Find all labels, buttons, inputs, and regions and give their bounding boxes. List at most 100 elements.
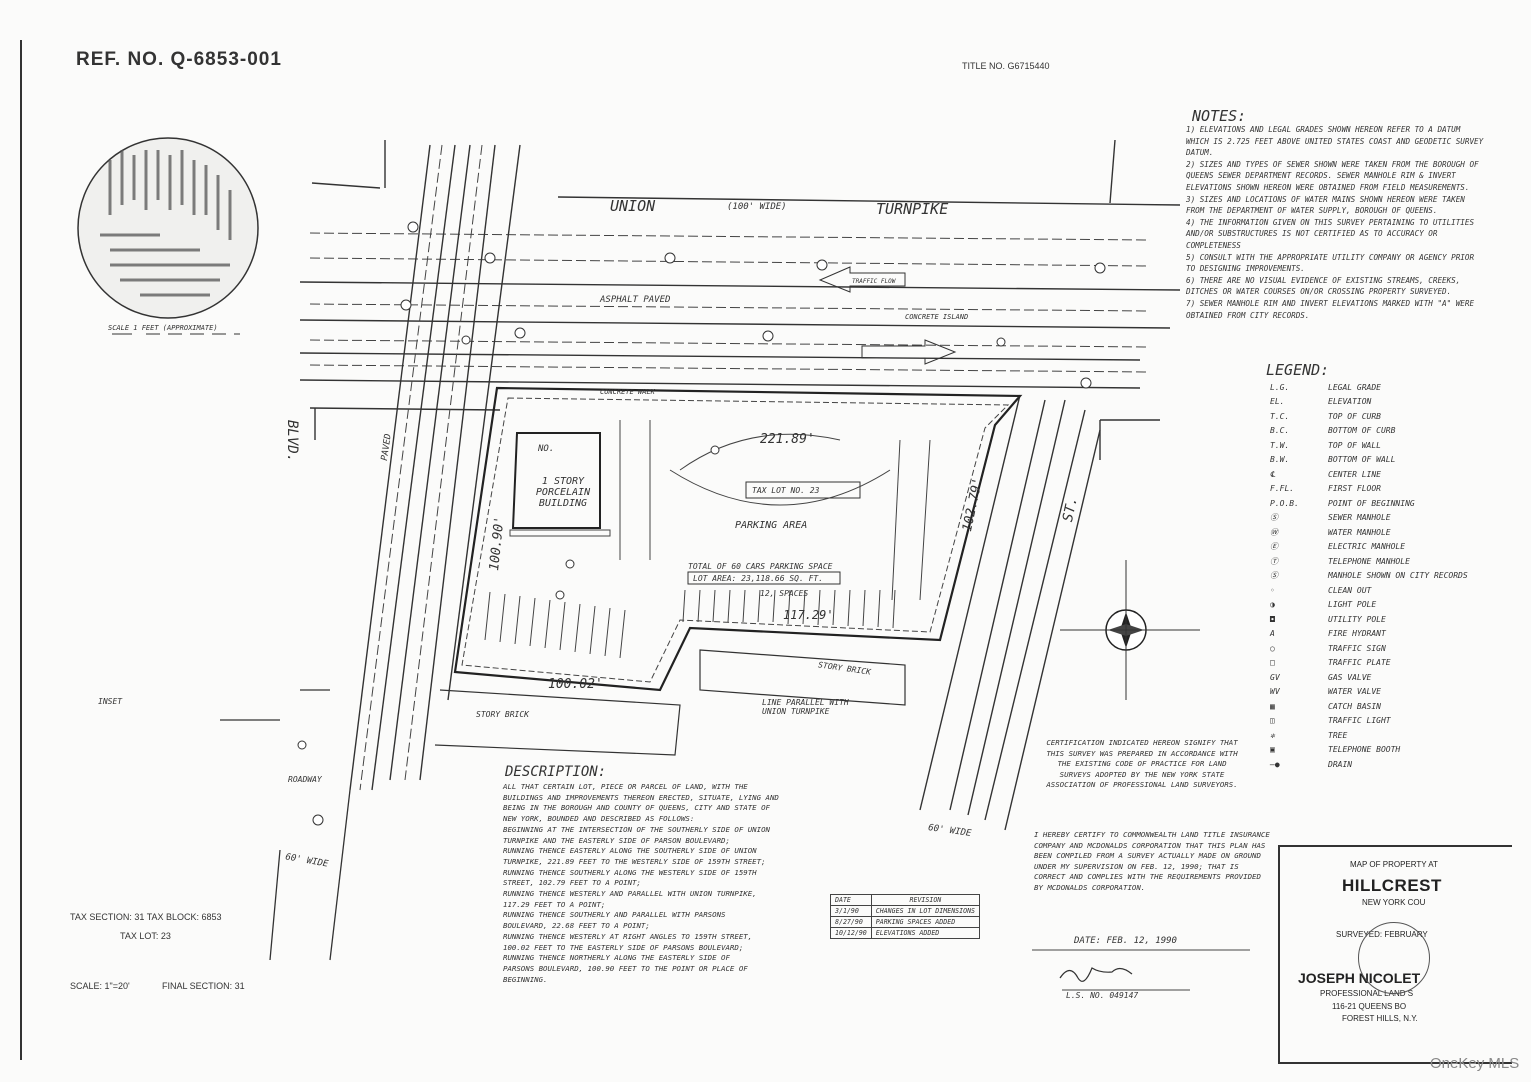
description-line: RUNNING THENCE EASTERLY ALONG THE SOUTHE… [503, 846, 757, 856]
street-label-union: UNION [610, 197, 656, 215]
revision-date: 8/27/90 [830, 916, 872, 928]
legend-symbol: ◘ [1270, 614, 1275, 624]
roadway-label: ROADWAY [288, 775, 322, 784]
legend-definition: POINT OF BEGINNING [1328, 498, 1415, 508]
tax-section-block: TAX SECTION: 31 TAX BLOCK: 6853 [70, 912, 222, 922]
legend-item: ◑LIGHT POLE [1270, 598, 1500, 613]
lot-area-label: LOT AREA: 23,118.66 SQ. FT. [693, 574, 824, 583]
concrete-walk-label: CONCRETE WALK [600, 388, 655, 396]
total-parking-label: TOTAL OF 60 CARS PARKING SPACE [688, 562, 833, 571]
legend-symbol: ◑ [1270, 600, 1275, 610]
description-text: ALL THAT CERTAIN LOT, PIECE OR PARCEL OF… [503, 782, 803, 985]
description-line: BEGINNING AT THE INTERSECTION OF THE SOU… [503, 824, 770, 834]
table-row: 8/27/90 PARKING SPACES ADDED [830, 916, 981, 928]
legend-item: B.W.BOTTOM OF WALL [1270, 453, 1500, 468]
description-line: 100.02 FEET TO THE EASTERLY SIDE OF PARS… [503, 942, 744, 952]
street-label-blvd: BLVD. [284, 420, 300, 463]
legend-definition: CENTER LINE [1328, 469, 1381, 479]
surveyor-address: 116-21 QUEENS BO [1332, 1002, 1407, 1011]
legend-item: T.W.TOP OF WALL [1270, 438, 1500, 453]
legend-definition: FIRST FLOOR [1328, 484, 1381, 494]
legend-symbol: ◫ [1270, 716, 1275, 726]
certification-date: DATE: FEB. 12, 1990 [1074, 936, 1177, 946]
legend-symbol: Ⓢ [1270, 571, 1278, 581]
inset-label: INSET [98, 697, 123, 706]
legend-symbol: ℄ [1270, 469, 1276, 479]
map-of-property-label: MAP OF PROPERTY AT [1350, 860, 1438, 869]
place-name: HILLCREST [1342, 876, 1442, 895]
description-line: BEING IN THE BOROUGH AND COUNTY OF QUEEN… [503, 803, 770, 813]
revision-text: ELEVATIONS ADDED [870, 927, 981, 939]
legend-item: P.O.B. POINT OF BEGINNING [1270, 496, 1500, 511]
description-heading: DESCRIPTION: [505, 764, 607, 780]
building-name: 1 STORY PORCELAIN BUILDING [535, 476, 591, 509]
legend-symbol: L.G. [1270, 382, 1290, 392]
note-item: 3) SIZES AND LOCATIONS OF WATER MAINS SH… [1186, 194, 1465, 216]
legend-item: Ⓢ SEWER MANHOLE [1270, 511, 1500, 526]
concrete-island-label: CONCRETE ISLAND [905, 313, 969, 321]
legend-symbol: EL. [1270, 397, 1285, 407]
drawing-scale: SCALE: 1"=20' [70, 981, 130, 991]
description-line: BOULEVARD, 22.68 FEET TO A POINT; [503, 921, 650, 931]
legend-item: ℄ CENTER LINE [1270, 467, 1500, 482]
reference-number: REF. NO. Q-6853-001 [76, 49, 282, 70]
inner-dimension: 117.29' [783, 608, 834, 622]
building-outline [511, 432, 601, 529]
legend-item: WV WATER VALVE [1270, 685, 1500, 700]
building-number: NO. [538, 444, 555, 454]
legend-symbol: F.FL. [1270, 484, 1295, 494]
legend-definition: FIRE HYDRANT [1328, 629, 1386, 639]
legend-item: T.C.TOP OF CURB [1270, 409, 1500, 424]
north-dimension: 221.89' [760, 432, 815, 447]
license-number: L.S. NO. 049147 [1066, 991, 1139, 1000]
legend-definition: WATER VALVE [1328, 687, 1381, 697]
legend-definition: SEWER MANHOLE [1328, 513, 1391, 523]
legend-item: ◫TRAFFIC LIGHT [1270, 714, 1500, 729]
legend-symbol: —● [1270, 759, 1280, 769]
tax-lot: TAX LOT: 23 [120, 931, 171, 941]
description-line: STREET, 102.79 FEET TO A POINT; [503, 878, 641, 888]
line-parallel-label: LINE PARALLEL WITH UNION TURNPIKE [762, 698, 849, 716]
legend-definition: TELEPHONE MANHOLE [1328, 556, 1410, 566]
legend-symbol: T.W. [1270, 440, 1290, 450]
legend-symbol: P.O.B. [1270, 498, 1299, 508]
sheet-border [20, 40, 1512, 1060]
legend-symbol: ◦ [1270, 585, 1275, 595]
table-row: 3/1/90 CHANGES IN LOT DIMENSIONS [830, 905, 981, 917]
legend-symbol: Ⓣ [1270, 556, 1278, 566]
certification-general: CERTIFICATION INDICATED HEREON SIGNIFY T… [1046, 738, 1238, 789]
description-line: ALL THAT CERTAIN LOT, PIECE OR PARCEL OF… [503, 782, 748, 791]
note-item: 1) ELEVATIONS AND LEGAL GRADES SHOWN HER… [1186, 125, 1484, 158]
street-width-label: (100' WIDE) [727, 202, 787, 212]
spaces-label: 12, SPACES [760, 589, 809, 598]
legend-item: Ⓣ TELEPHONE MANHOLE [1270, 554, 1500, 569]
legend-definition: WATER MANHOLE [1328, 527, 1391, 537]
legend-symbol: Ⓔ [1270, 542, 1278, 552]
surveyor-seal-icon [1358, 922, 1430, 994]
revision-text: PARKING SPACES ADDED [870, 916, 981, 928]
note-item: 6) THERE ARE NO VISUAL EVIDENCE OF EXIST… [1186, 275, 1461, 297]
description-line: TURNPIKE, 221.89 FEET TO THE WESTERLY SI… [503, 856, 766, 866]
table-row: 10/12/90 ELEVATIONS ADDED [830, 927, 981, 939]
legend-symbol: T.C. [1270, 411, 1290, 421]
revision-text: CHANGES IN LOT DIMENSIONS [870, 905, 981, 917]
asphalt-paved-label: ASPHALT PAVED [600, 295, 671, 305]
legend-item: ✲TREE [1270, 728, 1500, 743]
note-item: 7) SEWER MANHOLE RIM AND INVERT ELEVATIO… [1186, 298, 1475, 320]
legend-definition: BOTTOM OF CURB [1328, 426, 1396, 436]
description-line: PARSONS BOULEVARD, 100.90 FEET TO THE PO… [503, 963, 748, 973]
description-line: BEGINNING. [503, 974, 548, 984]
legend-symbol: WV [1270, 687, 1280, 697]
revision-table: DATE REVISION 3/1/90 CHANGES IN LOT DIME… [830, 894, 981, 939]
legend-symbol: Ⓢ [1270, 513, 1278, 523]
legend-item: ◘UTILITY POLE [1270, 612, 1500, 627]
legend-definition: BOTTOM OF WALL [1328, 455, 1396, 465]
